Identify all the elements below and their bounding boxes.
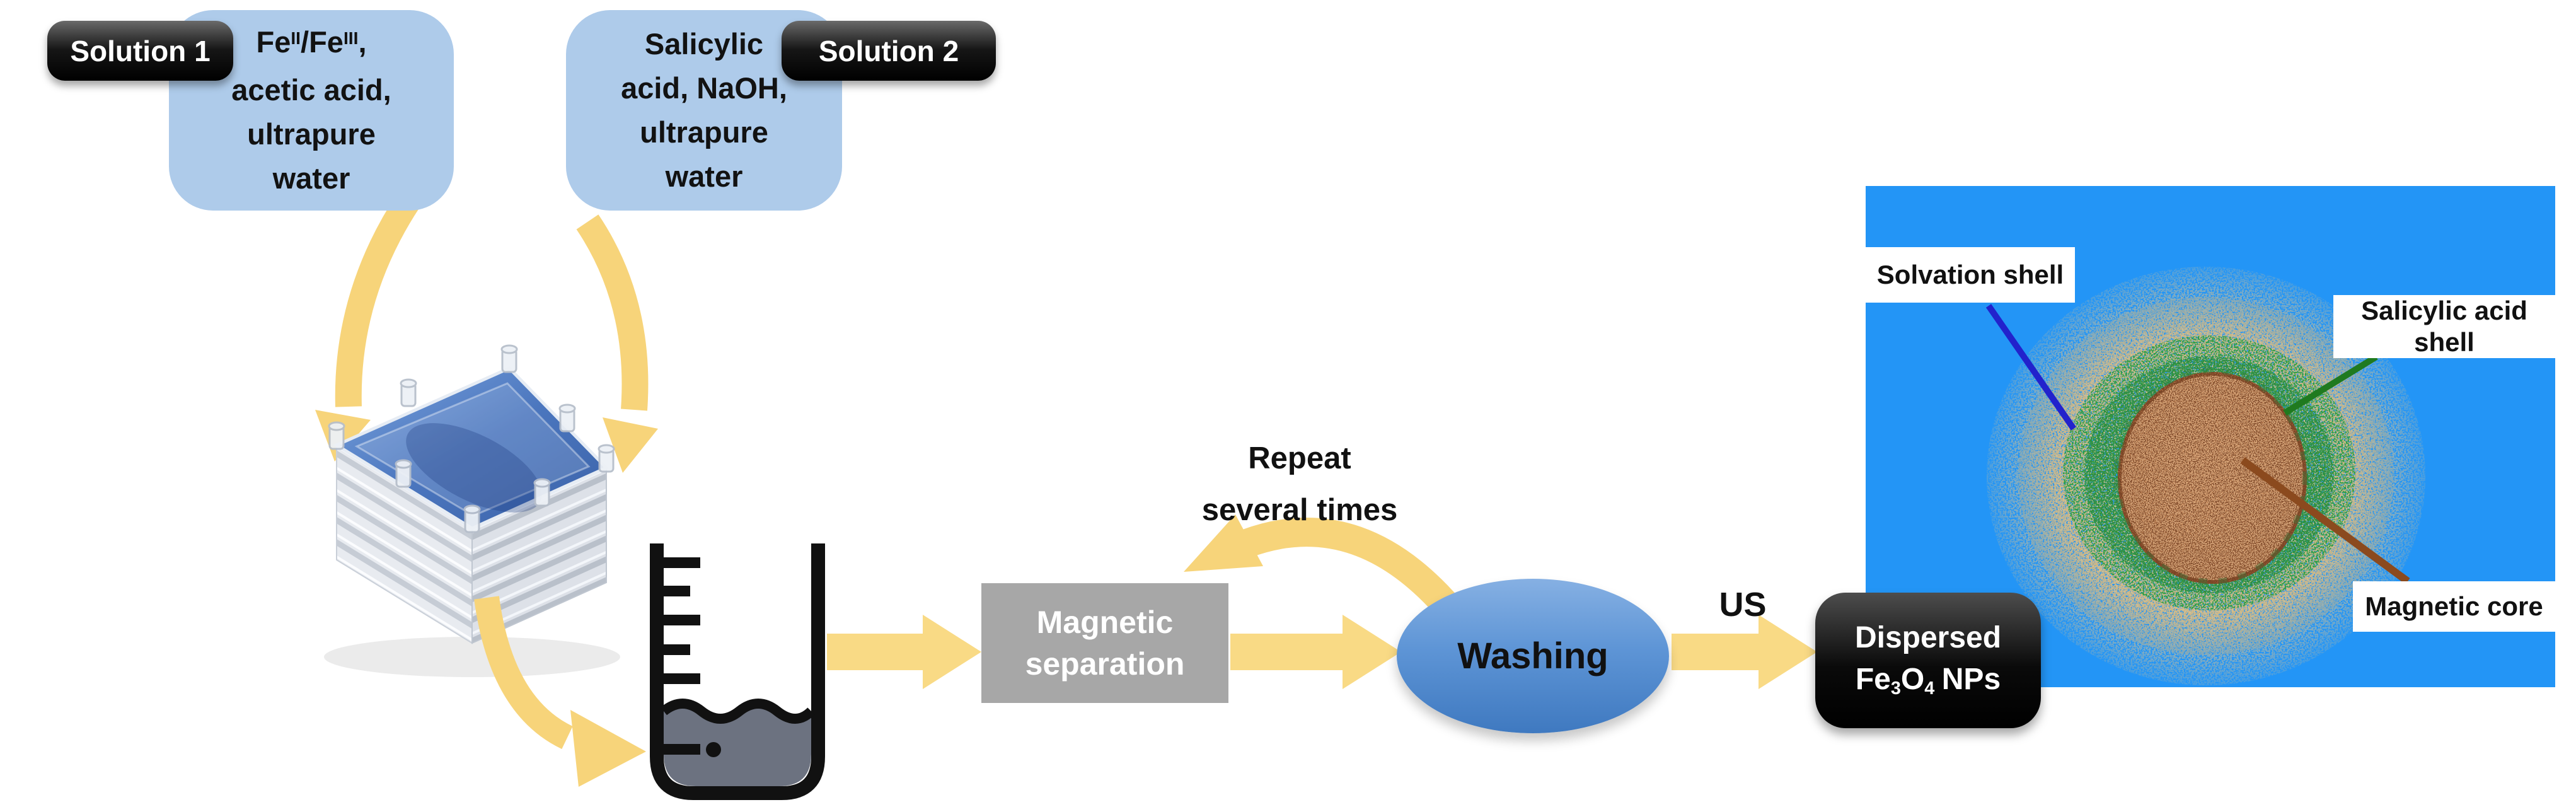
salicylic-acid-shell-label: Salicylic acid shell: [2333, 295, 2555, 358]
beaker-icon: [650, 543, 825, 800]
solution2-reagents-box: Salicylic acid, NaOH, ultrapure water: [566, 10, 842, 211]
arrow-beaker-to-separation-icon: [827, 615, 981, 689]
salicylic-pointer-line: [2283, 354, 2378, 416]
repeat-several-times-label: Repeat several times: [1201, 441, 1398, 527]
washing-ellipse: Washing: [1397, 579, 1669, 733]
solution1-line2: acetic acid,: [231, 73, 391, 107]
solvation-pointer-line: [1985, 304, 2077, 431]
magnetic-core-label: Magnetic core: [2353, 581, 2555, 632]
microfluidic-chip-icon: [324, 344, 620, 677]
ultrasound-label: US: [1719, 586, 1767, 624]
arrow-chip-to-beaker-icon: [474, 596, 646, 787]
solution2-badge: Solution 2: [782, 21, 996, 81]
solution1-badge: Solution 1: [47, 21, 233, 81]
solution2-line1: Salicylic: [644, 27, 764, 61]
core-pointer-line: [2240, 457, 2410, 584]
beaker-scale-ticks: [664, 557, 721, 757]
dispersed-line1: Dispersed: [1854, 620, 2002, 654]
solution1-line3: ultrapure: [247, 117, 376, 151]
solution2-line4: water: [665, 160, 743, 193]
solvation-shell-label: Solvation shell: [1866, 247, 2075, 303]
arrow-solution1-to-chip-icon: [315, 193, 420, 462]
nanoparticle-simulation-panel: Solvation shell Salicylic acid shell Mag…: [1866, 186, 2555, 687]
solution2-line3: ultrapure: [640, 115, 768, 149]
arrow-separation-to-washing-icon: [1230, 615, 1401, 689]
magnetic-core-blob: [2113, 367, 2309, 585]
solution1-line1: FeII/FeIII,: [256, 25, 367, 59]
solution2-line2: acid, NaOH,: [621, 71, 787, 105]
nanoparticle-illustration: [1973, 253, 2439, 687]
arrow-washing-to-dispersed-icon: [1672, 615, 1817, 689]
arrow-solution2-to-chip-icon: [576, 214, 658, 473]
solution1-line4: water: [272, 161, 350, 195]
magnetic-separation-box: Magnetic separation: [981, 583, 1228, 703]
